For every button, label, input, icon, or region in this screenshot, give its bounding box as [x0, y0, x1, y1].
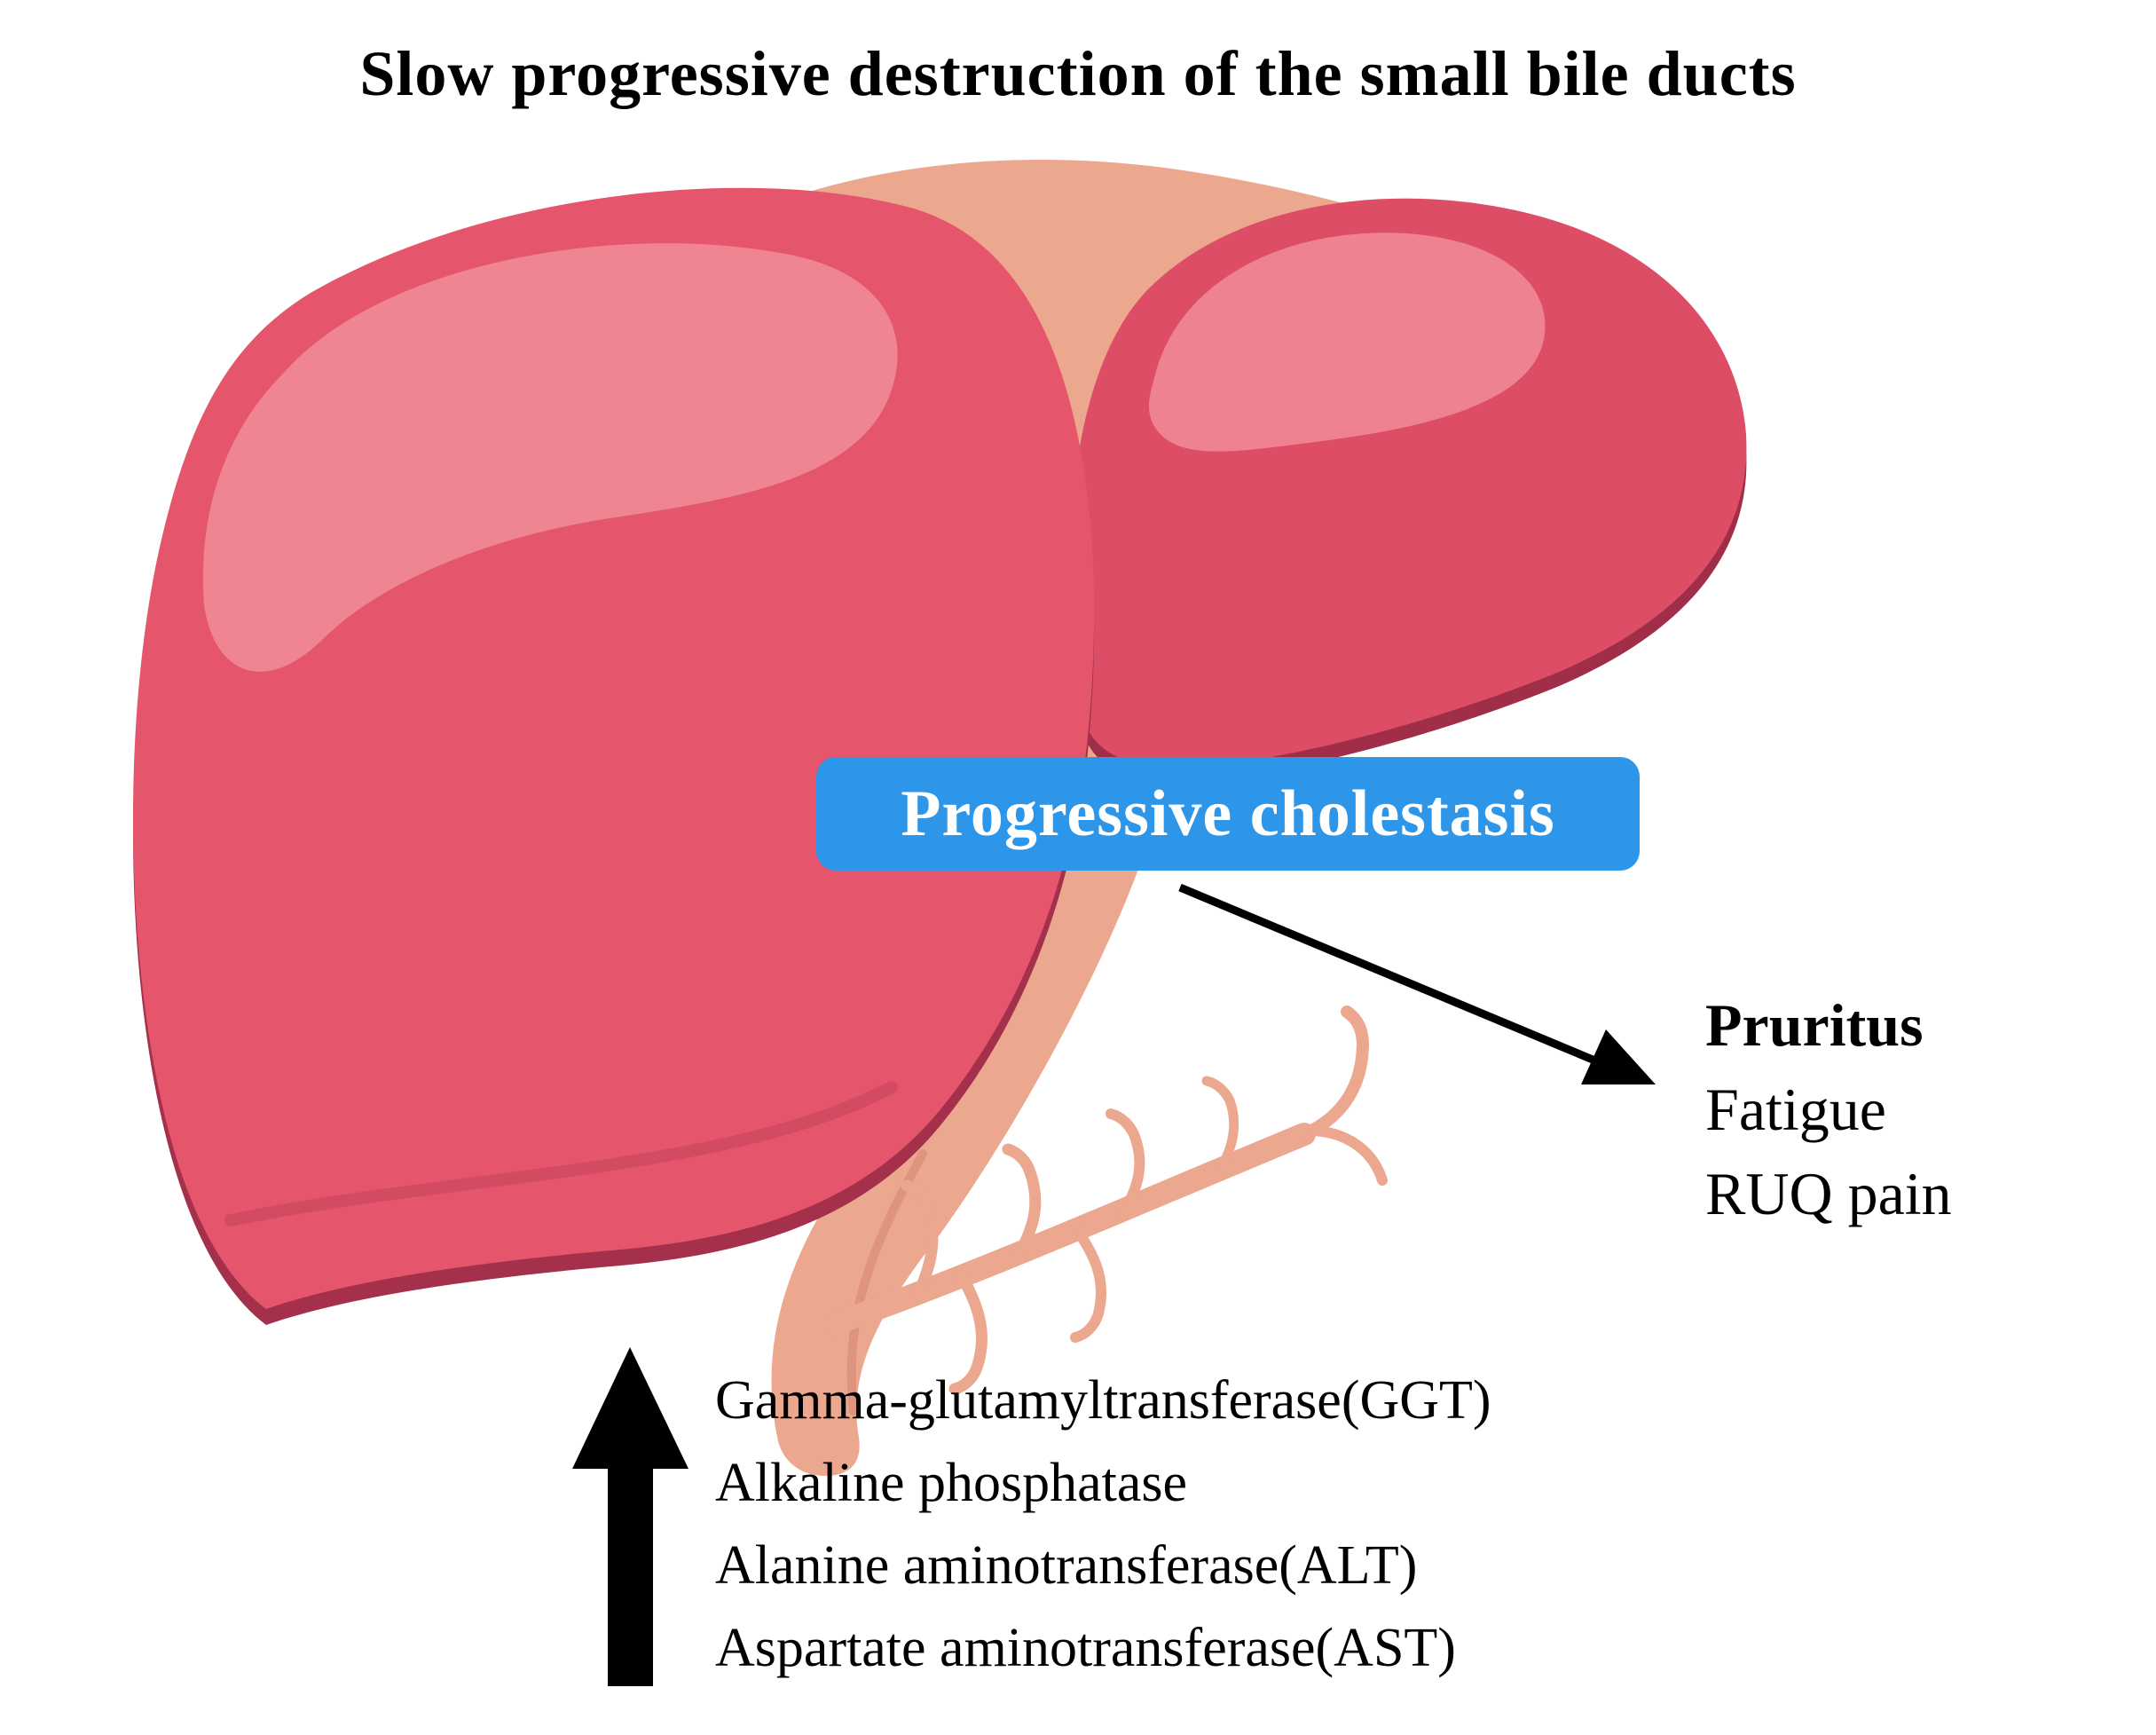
liver-left-lobe: [133, 187, 1095, 1325]
bile-duct-tree-icon: [822, 1006, 1388, 1395]
liver-right-lobe: [1070, 198, 1747, 782]
progressive-cholestasis-label-text: Progressive cholestasis: [901, 777, 1555, 850]
symptom-pruritus: Pruritus: [1705, 991, 1924, 1059]
progressive-cholestasis-label: Progressive cholestasis: [816, 757, 1640, 871]
diagram-title: Slow progressive destruction of the smal…: [359, 38, 1797, 109]
arrow-to-symptoms-icon: [1178, 883, 1656, 1084]
elevated-labs-list: Gamma-glutamyltransferase(GGT) Alkaline …: [715, 1360, 1491, 1690]
lab-ast: Aspartate aminotransferase(AST): [715, 1618, 1456, 1678]
lab-ggt: Gamma-glutamyltransferase(GGT): [715, 1370, 1491, 1431]
lab-alkaline-phosphatase: Alkaline phosphatase: [715, 1453, 1188, 1513]
symptom-ruq-pain: RUQ pain: [1705, 1160, 1952, 1227]
elevated-labs-up-arrow-icon: [572, 1347, 689, 1686]
symptoms-list: Pruritus Fatigue RUQ pain: [1705, 983, 1952, 1236]
symptom-fatigue: Fatigue: [1705, 1076, 1886, 1143]
lab-alt: Alanine aminotransferase(ALT): [715, 1535, 1418, 1596]
